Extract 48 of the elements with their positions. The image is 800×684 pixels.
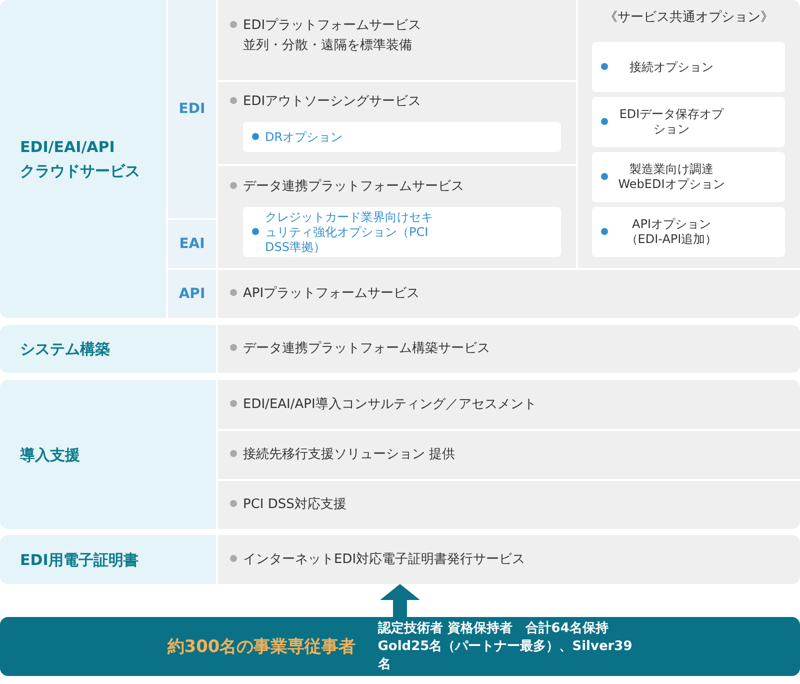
option-label: クレジットカード業界向けセキュリティ強化オプション（PCI DSS準拠） xyxy=(243,210,440,254)
service-label: EDI/EAI/API導入コンサルティング／アセスメント xyxy=(230,394,788,414)
options-panel xyxy=(578,0,800,268)
service-label: インターネットEDI対応電子証明書発行サービス xyxy=(230,550,788,570)
subcategory-label: API xyxy=(178,285,206,304)
service-label: 接続先移行支援ソリューション 提供 xyxy=(230,445,788,465)
category-label: EDI用電子証明書 xyxy=(20,550,140,570)
arrow xyxy=(380,584,420,617)
service-box xyxy=(218,82,576,164)
subcategory-label: EDI xyxy=(178,100,206,119)
option-chip xyxy=(592,207,785,257)
category-cell xyxy=(0,325,216,373)
option-chip xyxy=(243,207,561,257)
category-label: 導入支援 xyxy=(20,444,81,466)
category-cell xyxy=(0,380,216,529)
service-label: データ連携プラットフォームサービス xyxy=(230,177,564,197)
category-label: EDI/EAI/API クラウドサービス xyxy=(20,137,141,182)
option-chip xyxy=(592,97,785,147)
service-label: EDIプラットフォームサービス xyxy=(230,16,564,36)
service-box xyxy=(218,431,800,479)
option-label: APIオプション（EDI-API追加） xyxy=(592,217,729,247)
category-label: システム構築 xyxy=(20,339,111,360)
service-label: データ連携プラットフォーム構築サービス xyxy=(230,339,788,359)
option-chip xyxy=(592,42,785,92)
service-note: 並列・分散・遠隔を標準装備 xyxy=(242,37,413,55)
banner-text: 約300名の事業専従事者 xyxy=(167,636,356,656)
banner-text: 認定技術者 資格保持者 合計64名保持 Gold25名（パートナー最多）、Silver39名 xyxy=(378,620,633,674)
option-label: EDIデータ保存オプション xyxy=(592,107,729,137)
panel-heading: 《サービス共通オプション》 xyxy=(604,9,774,27)
service-box xyxy=(218,380,800,429)
option-chip xyxy=(243,122,561,152)
option-chip xyxy=(592,152,785,202)
service-label: EDIアウトソーシングサービス xyxy=(230,92,564,112)
option-label: DRオプション xyxy=(243,130,543,144)
service-box xyxy=(218,481,800,529)
service-box xyxy=(218,535,800,584)
service-box xyxy=(218,166,576,268)
service-box xyxy=(218,270,800,318)
category-cell xyxy=(0,535,216,584)
option-label: 接続オプション xyxy=(592,60,729,74)
service-label: APIプラットフォームサービス xyxy=(230,284,788,304)
option-label: 製造業向け調達WebEDIオプション xyxy=(592,162,729,192)
subcategory-label: EAI xyxy=(179,235,205,254)
staff-banner xyxy=(0,617,800,676)
category-cell xyxy=(0,0,166,318)
service-box xyxy=(218,0,576,80)
service-label: PCI DSS対応支援 xyxy=(230,495,788,515)
service-box xyxy=(218,325,800,373)
